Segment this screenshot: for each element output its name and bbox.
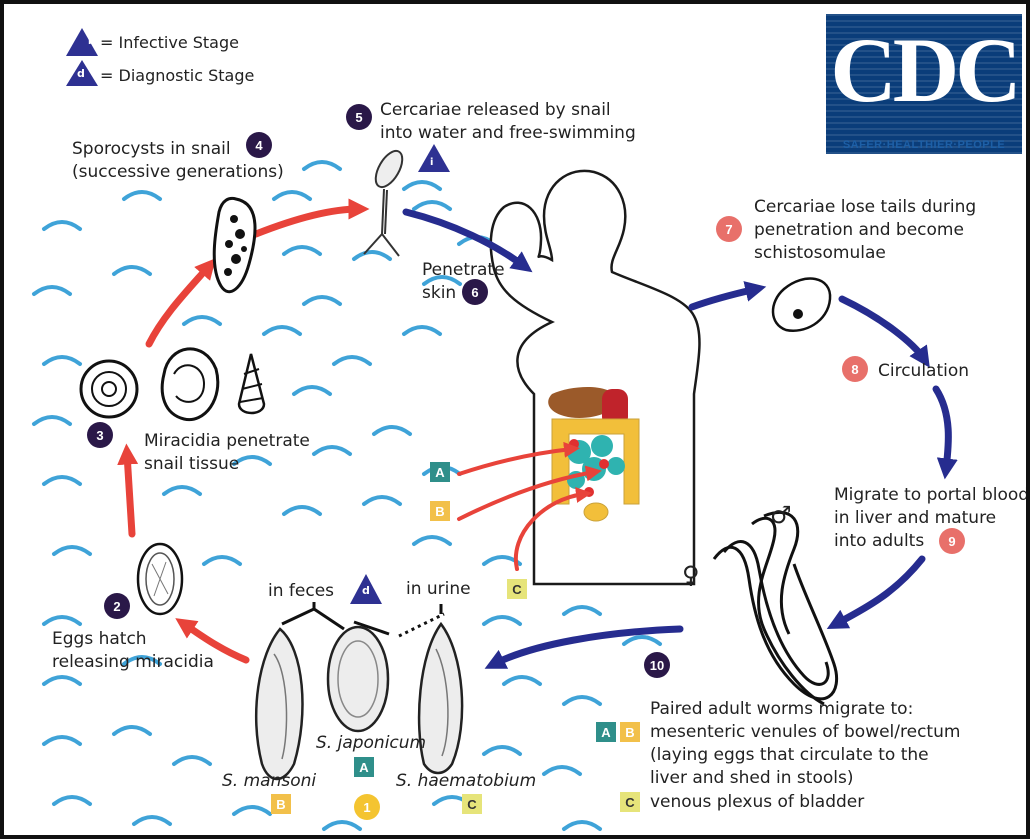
step10-line4: liver and shed in stools) (650, 767, 853, 789)
step6-number: 6 (462, 279, 488, 305)
step8-number: 8 (842, 356, 868, 382)
cdc-logo: CDC (826, 14, 1022, 154)
step10-line2: mesenteric venules of bowel/rectum (650, 721, 960, 743)
step7-number: 7 (716, 216, 742, 242)
step10-line5: venous plexus of bladder (650, 791, 864, 813)
step5-line2: into water and free-swimming (380, 122, 636, 144)
step10-line3: (laying eggs that circulate to the (650, 744, 929, 766)
diagnostic-marker-icon: d (362, 580, 370, 602)
step3-line2: snail tissue (144, 453, 239, 475)
step3-line1: Miracidia penetrate (144, 430, 310, 452)
step8-label: Circulation (878, 360, 969, 382)
s-mansoni-label: S. mansoni (222, 770, 316, 792)
infective-stage-label: = Infective Stage (100, 32, 239, 54)
badge-a-bowel: A (430, 462, 450, 482)
step9-line3: into adults (834, 530, 924, 552)
infective-marker-icon: i (430, 152, 433, 174)
step9-number: 9 (939, 528, 965, 554)
in-feces-label: in feces (268, 580, 334, 602)
step6-line2: skin (422, 282, 456, 304)
step1-number: 1 (354, 794, 380, 820)
diagnostic-stage-label: = Diagnostic Stage (100, 65, 254, 87)
in-urine-label: in urine (406, 578, 471, 600)
badge-b-step10: B (620, 722, 640, 742)
badge-b-mansoni: B (271, 794, 291, 814)
step4-line1: Sporocysts in snail (72, 138, 231, 160)
step5-line1: Cercariae released by snail (380, 99, 611, 121)
human-body (491, 171, 700, 584)
adult-worms (714, 512, 837, 704)
step6-line1: Penetrate (422, 259, 505, 281)
step9-line2: in liver and mature (834, 507, 996, 529)
badge-c-haematobium: C (462, 794, 482, 814)
sporocyst (214, 198, 255, 291)
step3-number: 3 (87, 422, 113, 448)
cdc-logo-text: CDC (826, 20, 1022, 120)
badge-c-bladder: C (507, 579, 527, 599)
male-symbol: ♂ (770, 504, 792, 526)
s-japonicum-label: S. japonicum (316, 732, 426, 754)
step10-number: 10 (644, 652, 670, 678)
step7-line1: Cercariae lose tails during (754, 196, 976, 218)
diagnostic-symbol: d (77, 63, 85, 85)
snails (81, 349, 264, 420)
cercaria (364, 147, 408, 256)
cdc-tagline: SAFER·HEALTHIER·PEOPLE (826, 139, 1022, 151)
step5-number: 5 (346, 104, 372, 130)
badge-a-step10: A (596, 722, 616, 742)
step4-line2: (successive generations) (72, 161, 284, 183)
female-symbol: ♀ (682, 564, 700, 586)
step4-number: 4 (246, 132, 272, 158)
infective-symbol: i (88, 31, 91, 53)
step2-number: 2 (104, 593, 130, 619)
badge-b-bowel: B (430, 501, 450, 521)
step7-line2: penetration and become (754, 219, 964, 241)
parasite-eggs (256, 624, 462, 779)
step10-line1: Paired adult worms migrate to: (650, 698, 913, 720)
schistosomulum (773, 279, 830, 331)
badge-a-japonicum: A (354, 757, 374, 777)
step9-line1: Migrate to portal blood (834, 484, 1029, 506)
step2-line2: releasing miracidia (52, 651, 214, 673)
step2-line1: Eggs hatch (52, 628, 147, 650)
badge-c-step10: C (620, 792, 640, 812)
hatching-egg (138, 544, 182, 614)
s-haematobium-label: S. haematobium (396, 770, 536, 792)
step7-line3: schistosomulae (754, 242, 886, 264)
